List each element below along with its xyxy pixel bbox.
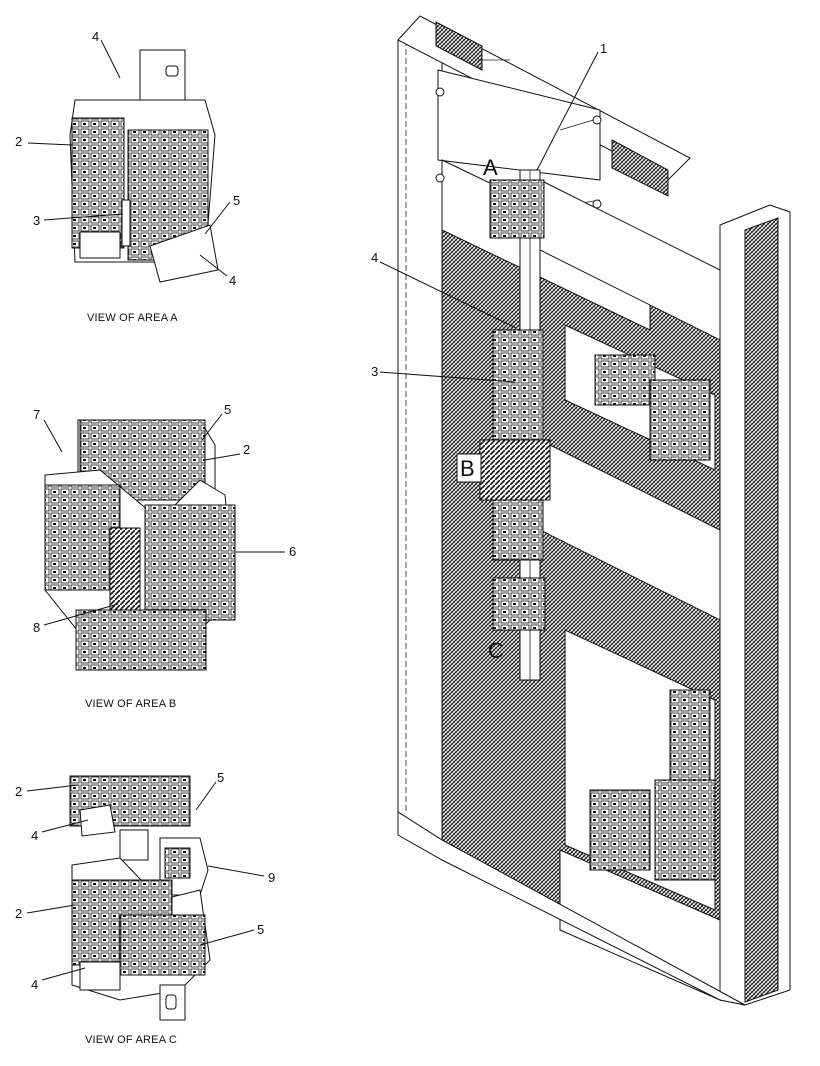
main-callout-3: 3 <box>371 364 378 379</box>
area-a-callout-4-bottom: 4 <box>229 273 236 288</box>
area-c-callout-9: 9 <box>268 870 275 885</box>
area-b-callout-2: 2 <box>243 442 250 457</box>
detail-view-c <box>69 775 211 1021</box>
area-a-callout-5: 5 <box>233 193 240 208</box>
area-marker-a: A <box>483 155 498 180</box>
area-a-callout-4-top: 4 <box>92 29 99 44</box>
area-b-callout-7: 7 <box>33 407 40 422</box>
area-marker-b: B <box>460 456 475 481</box>
area-c-callout-2-top: 2 <box>15 784 22 799</box>
area-b-callout-6: 6 <box>289 544 296 559</box>
area-b-callout-8: 8 <box>33 620 40 635</box>
area-c-callout-2-bottom: 2 <box>15 906 22 921</box>
main-callouts: 1 4 3 <box>371 41 607 383</box>
area-a-caption: VIEW OF AREA A <box>87 312 178 324</box>
area-a-callout-3: 3 <box>33 213 40 228</box>
detail-view-b <box>44 419 236 671</box>
detail-view-a <box>69 49 219 283</box>
area-c-callout-5-bottom: 5 <box>257 922 264 937</box>
area-c-callout-4-bottom: 4 <box>31 977 38 992</box>
area-marker-c: C <box>488 638 504 663</box>
area-a-callout-2: 2 <box>15 134 22 149</box>
area-c-caption: VIEW OF AREA C <box>85 1034 177 1046</box>
area-b-callout-5: 5 <box>224 402 231 417</box>
area-c-callout-5-top: 5 <box>217 770 224 785</box>
cabinet-frame <box>397 15 791 1006</box>
main-callout-1: 1 <box>600 41 607 56</box>
area-c-callout-4-top: 4 <box>31 828 38 843</box>
main-callout-4: 4 <box>371 250 378 265</box>
area-b-caption: VIEW OF AREA B <box>85 698 176 710</box>
